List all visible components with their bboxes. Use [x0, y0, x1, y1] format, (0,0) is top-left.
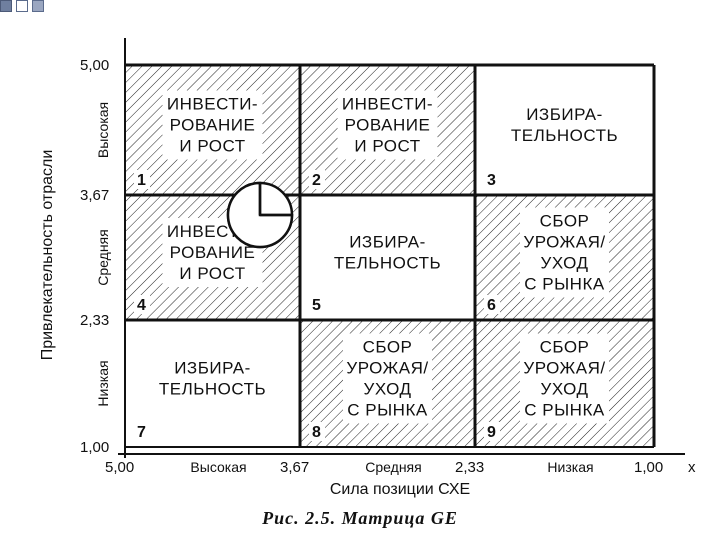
- cell-strategy-text: УРОЖАЯ/: [523, 233, 605, 252]
- cell-number: 3: [487, 172, 496, 189]
- cell-number: 4: [137, 297, 146, 314]
- cell-strategy-text: И РОСТ: [354, 137, 420, 156]
- cell-number: 6: [487, 297, 496, 314]
- matrix-cell-8: СБОР УРОЖАЯ/УХОД С РЫНКА 8: [300, 320, 475, 447]
- x-tick-label: 3,67: [280, 459, 309, 476]
- matrix-cells: ИНВЕСТИ- РОВАНИЕ И РОСТ 1 ИНВЕСТИ- РОВАНИЕ И Р…: [125, 65, 654, 447]
- cell-strategy-text: СБОР: [540, 338, 590, 357]
- decor-square-hollow: [16, 0, 28, 12]
- matrix-cell-9: СБОР УРОЖАЯ/УХОД С РЫНКА 9: [475, 320, 654, 447]
- x-level-label: Низкая: [547, 459, 593, 475]
- cell-background: [475, 65, 654, 195]
- matrix-cell-3: ИЗБИРА- ТЕЛЬНОСТЬ 3: [475, 65, 654, 195]
- x-level-label: Средняя: [365, 459, 421, 475]
- axes: 5,00 3,67 2,33 1,00 5,00 3,67 2,33 1,00 х Высокая…: [39, 38, 696, 498]
- cell-number: 8: [312, 424, 321, 441]
- cell-strategy-text: УХОД: [541, 380, 589, 399]
- cell-strategy-text: С РЫНКА: [524, 275, 605, 294]
- cell-strategy-text: ТЕЛЬНОСТЬ: [334, 254, 441, 273]
- cell-text-backing: [520, 333, 609, 424]
- cell-number-backing: [309, 422, 325, 441]
- matrix-cell-6: СБОР УРОЖАЯ/УХОД С РЫНКА 6: [475, 195, 654, 320]
- cell-strategy-text: РОВАНИЕ: [170, 243, 256, 262]
- cell-strategy-text: С РЫНКА: [347, 401, 428, 420]
- y-tick-label: 2,33: [80, 312, 109, 329]
- cell-strategy-text: ИЗБИРА-: [349, 233, 426, 252]
- cell-number: 7: [137, 424, 146, 441]
- cell-strategy-text: ТЕЛЬНОСТЬ: [159, 380, 266, 399]
- cell-strategy-text: ИНВЕСТИ-: [167, 95, 258, 114]
- marker-share-sector: [226, 181, 294, 249]
- cell-strategy-text: УРОЖАЯ/: [523, 359, 605, 378]
- y-axis-title: Привлекательность отрасли: [39, 150, 56, 361]
- x-tick-label: 2,33: [455, 459, 484, 476]
- matrix-cell-2: ИНВЕСТИ- РОВАНИЕ И РОСТ 2: [300, 65, 475, 195]
- x-tick-label: 5,00: [105, 459, 134, 476]
- cell-number-backing: [134, 170, 150, 189]
- y-tick-label: 5,00: [80, 57, 109, 74]
- cell-number: 9: [487, 424, 496, 441]
- cell-strategy-text: СБОР: [540, 212, 590, 231]
- cell-strategy-text: РОВАНИЕ: [345, 116, 431, 135]
- y-tick-label: 1,00: [80, 439, 109, 456]
- x-axis-title: Сила позиции СХЕ: [330, 481, 470, 498]
- matrix-cell-7: ИЗБИРА- ТЕЛЬНОСТЬ 7: [125, 320, 300, 447]
- cell-text-backing: [337, 90, 438, 160]
- cell-number: 2: [312, 172, 321, 189]
- cell-background: [300, 195, 475, 320]
- cell-strategy-text: ИЗБИРА-: [526, 105, 603, 124]
- cell-strategy-text: И РОСТ: [179, 137, 245, 156]
- decor-square-filled: [0, 0, 12, 12]
- cell-text-backing: [520, 207, 609, 298]
- cell-strategy-text: С РЫНКА: [524, 401, 605, 420]
- cell-strategy-text: УХОД: [364, 380, 412, 399]
- cell-number-backing: [484, 295, 500, 314]
- cell-number: 1: [137, 172, 146, 189]
- cell-strategy-text: ТЕЛЬНОСТЬ: [511, 126, 618, 145]
- cell-text-backing: [162, 90, 263, 160]
- cell-strategy-text: РОВАНИЕ: [170, 116, 256, 135]
- cell-strategy-text: УРОЖАЯ/: [346, 359, 428, 378]
- cell-strategy-text: ИЗБИРА-: [174, 359, 251, 378]
- matrix-cell-5: ИЗБИРА- ТЕЛЬНОСТЬ 5: [300, 195, 475, 320]
- y-level-label: Средняя: [95, 229, 111, 285]
- cell-background: [125, 320, 300, 447]
- cell-number-backing: [309, 170, 325, 189]
- figure-caption: Рис. 2.5. Матрица GE: [262, 508, 458, 528]
- x-tick-label: 1,00: [634, 459, 663, 476]
- decor-square-light: [32, 0, 44, 12]
- cell-text-backing: [343, 333, 432, 424]
- slide-decoration-squares: [0, 0, 44, 12]
- cell-strategy-text: ИНВЕСТИ-: [342, 95, 433, 114]
- position-marker: [226, 181, 294, 249]
- cell-strategy-text: СБОР: [363, 338, 413, 357]
- x-level-label: Высокая: [190, 459, 246, 475]
- y-tick-label: 3,67: [80, 187, 109, 204]
- cell-number: 5: [312, 297, 321, 314]
- cell-strategy-text: УХОД: [541, 254, 589, 273]
- cell-number-backing: [484, 422, 500, 441]
- cell-number-backing: [134, 295, 150, 314]
- y-level-label: Низкая: [95, 360, 111, 406]
- x-axis-end-marker: х: [688, 459, 696, 476]
- cell-strategy-text: И РОСТ: [179, 264, 245, 283]
- matrix-cell-1: ИНВЕСТИ- РОВАНИЕ И РОСТ 1: [125, 65, 300, 195]
- y-level-label: Высокая: [95, 102, 111, 158]
